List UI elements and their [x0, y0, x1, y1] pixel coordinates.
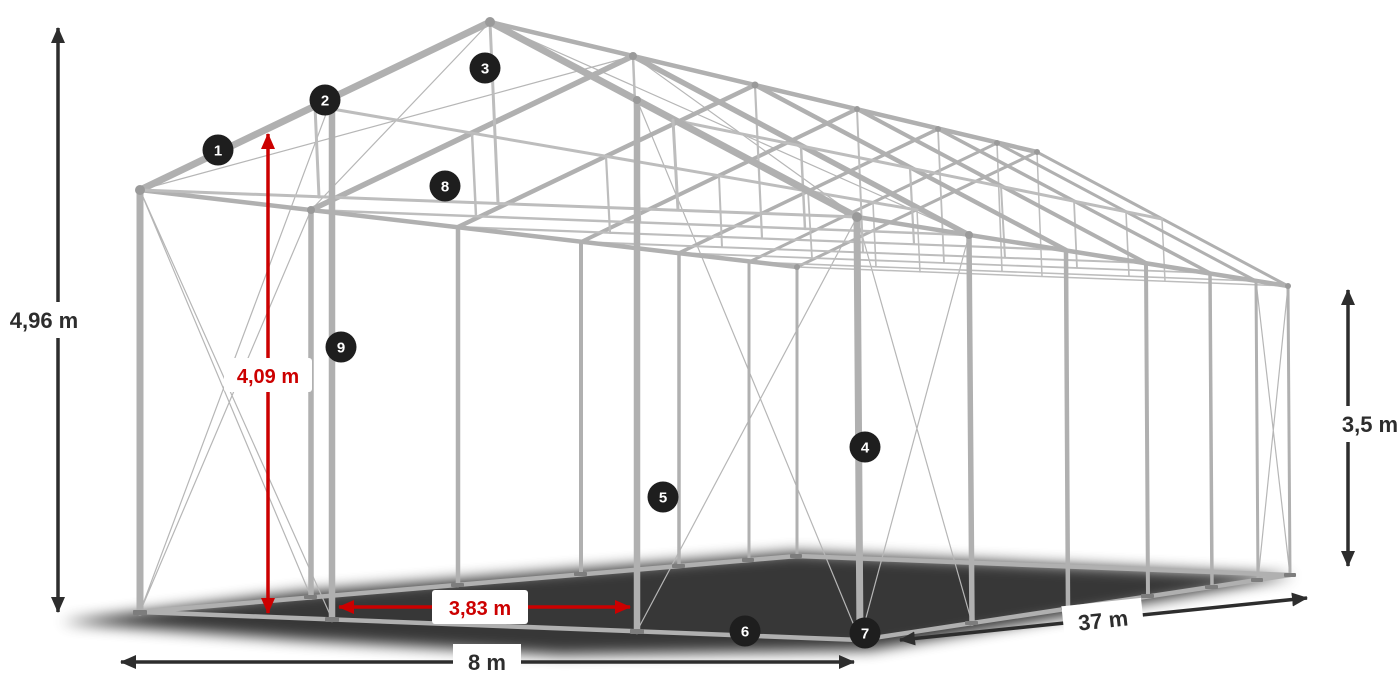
- part-marker-9[interactable]: 9: [325, 331, 357, 363]
- frame-bay-5: [677, 127, 1214, 589]
- dimension-label-entrance-height: 4,09 m: [237, 366, 299, 388]
- dimension-width: 8 m: [120, 644, 855, 680]
- svg-text:1: 1: [214, 143, 222, 160]
- frame-bay-6: [747, 141, 1260, 582]
- part-marker-7[interactable]: 7: [849, 617, 881, 649]
- dimension-label-width: 8 m: [468, 650, 506, 675]
- part-marker-4[interactable]: 4: [849, 431, 881, 463]
- frame-bay-4: [579, 106, 1150, 598]
- part-marker-5[interactable]: 5: [647, 481, 679, 513]
- svg-text:9: 9: [337, 340, 345, 357]
- dimension-length: 37 m: [899, 592, 1308, 646]
- svg-text:8: 8: [441, 179, 449, 196]
- dimension-entrance-height: 4,09 m: [224, 133, 312, 614]
- dimension-label-entrance-width: 3,83 m: [449, 598, 511, 620]
- svg-text:6: 6: [741, 624, 749, 641]
- dimension-label-length: 37 m: [1077, 605, 1130, 635]
- frame-bay-7: [795, 150, 1292, 577]
- svg-text:3: 3: [481, 61, 489, 78]
- svg-text:2: 2: [321, 93, 329, 110]
- part-marker-8[interactable]: 8: [429, 170, 461, 202]
- part-marker-1[interactable]: 1: [202, 134, 234, 166]
- dimension-entrance-width: 3,83 m: [338, 590, 631, 624]
- svg-text:7: 7: [861, 626, 869, 643]
- cross-braces: [139, 21, 1291, 641]
- dimension-side-height: 3,5 m: [1340, 289, 1400, 567]
- svg-text:5: 5: [659, 490, 667, 507]
- part-marker-6[interactable]: 6: [729, 615, 761, 647]
- part-marker-3[interactable]: 3: [469, 52, 501, 84]
- svg-text:4: 4: [861, 440, 870, 457]
- part-marker-2[interactable]: 2: [309, 84, 341, 116]
- dimension-label-side-height: 3,5 m: [1342, 412, 1398, 437]
- dimension-label-total-height: 4,96 m: [10, 308, 79, 333]
- dimension-total-height: 4,96 m: [2, 27, 86, 613]
- frame-front-gable: [136, 18, 864, 644]
